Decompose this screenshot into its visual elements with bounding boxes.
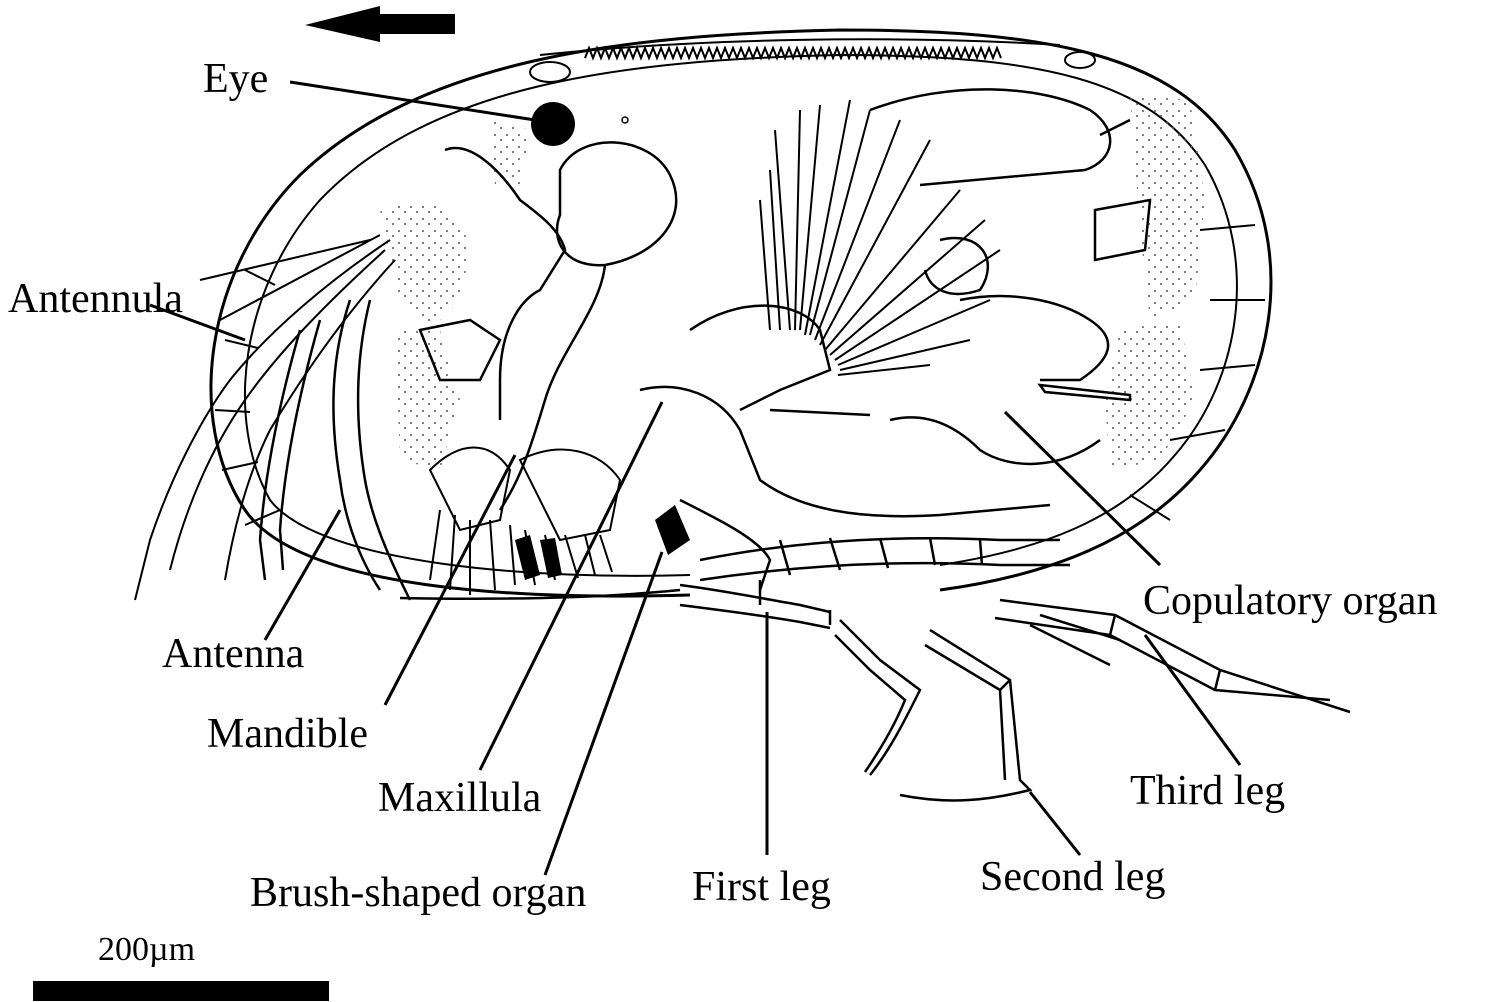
setae-fan (760, 100, 1000, 375)
label-mandible: Mandible (207, 713, 368, 755)
ventral-line (400, 538, 1070, 599)
scale-bar-label: 200µm (98, 933, 195, 967)
label-copulatory-organ: Copulatory organ (1143, 580, 1437, 622)
carapace (211, 30, 1271, 596)
label-brush-organ: Brush-shaped organ (250, 872, 586, 914)
scale-bar (33, 981, 329, 1001)
label-antenna: Antenna (162, 633, 304, 675)
leader-second-leg (1030, 792, 1080, 855)
body-interior (420, 89, 1150, 590)
label-first-leg: First leg (692, 866, 831, 908)
label-third-leg: Third leg (1130, 770, 1285, 812)
label-second-leg: Second leg (980, 856, 1165, 898)
label-eye: Eye (203, 58, 268, 100)
direction-arrow (305, 6, 455, 42)
stippled-tissue (380, 95, 1205, 470)
eye-spot (531, 102, 628, 146)
label-antennula: Antennula (8, 278, 183, 320)
leader-eye (290, 82, 535, 120)
antenna (260, 300, 410, 600)
label-maxillula: Maxillula (378, 777, 541, 819)
leader-antenna (265, 510, 340, 640)
leader-maxillula (480, 402, 662, 770)
